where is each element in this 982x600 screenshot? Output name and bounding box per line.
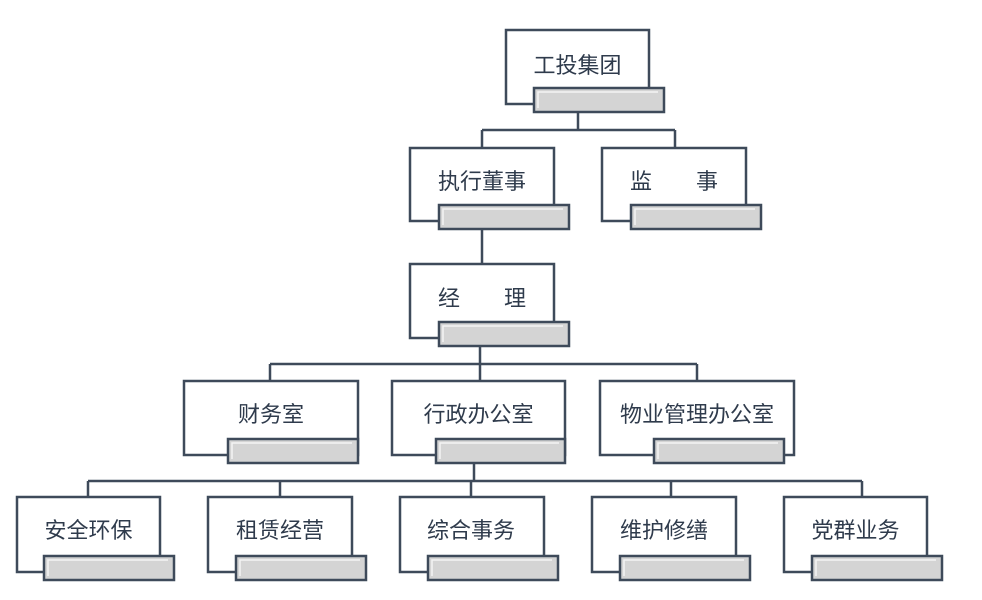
node-finance: 财务室 — [182, 379, 360, 465]
node-manager-label: 经 理 — [438, 287, 526, 312]
node-group-label: 工投集团 — [533, 54, 621, 79]
node-general-affairs-label: 综合事务 — [427, 519, 515, 544]
node-leasing-label: 租赁经营 — [236, 519, 324, 544]
node-supervisor: 监 事 — [600, 146, 763, 231]
node-safety-label: 安全环保 — [44, 519, 132, 544]
connector-manager — [268, 346, 699, 381]
connector-admin — [86, 463, 864, 497]
node-party-affairs-label: 党群业务 — [811, 519, 899, 544]
node-leasing: 租赁经营 — [206, 495, 368, 582]
node-finance-label: 财务室 — [238, 403, 304, 428]
node-executive-director-label: 执行董事 — [438, 170, 526, 195]
node-property-office-label: 物业管理办公室 — [620, 403, 774, 428]
node-group: 工投集团 — [504, 28, 666, 114]
node-property-office: 物业管理办公室 — [598, 379, 796, 465]
node-maintenance: 维护修缮 — [590, 495, 752, 582]
connectors — [86, 112, 864, 497]
connector-group — [480, 112, 677, 148]
node-maintenance-label: 维护修缮 — [620, 519, 708, 544]
node-admin-office-label: 行政办公室 — [423, 403, 533, 428]
node-supervisor-label: 监 事 — [630, 170, 718, 195]
node-manager: 经 理 — [408, 262, 571, 348]
node-general-affairs: 综合事务 — [398, 495, 560, 582]
node-admin-office: 行政办公室 — [390, 379, 567, 465]
node-executive-director: 执行董事 — [408, 146, 571, 231]
node-safety: 安全环保 — [15, 495, 176, 582]
node-party-affairs: 党群业务 — [782, 495, 944, 582]
